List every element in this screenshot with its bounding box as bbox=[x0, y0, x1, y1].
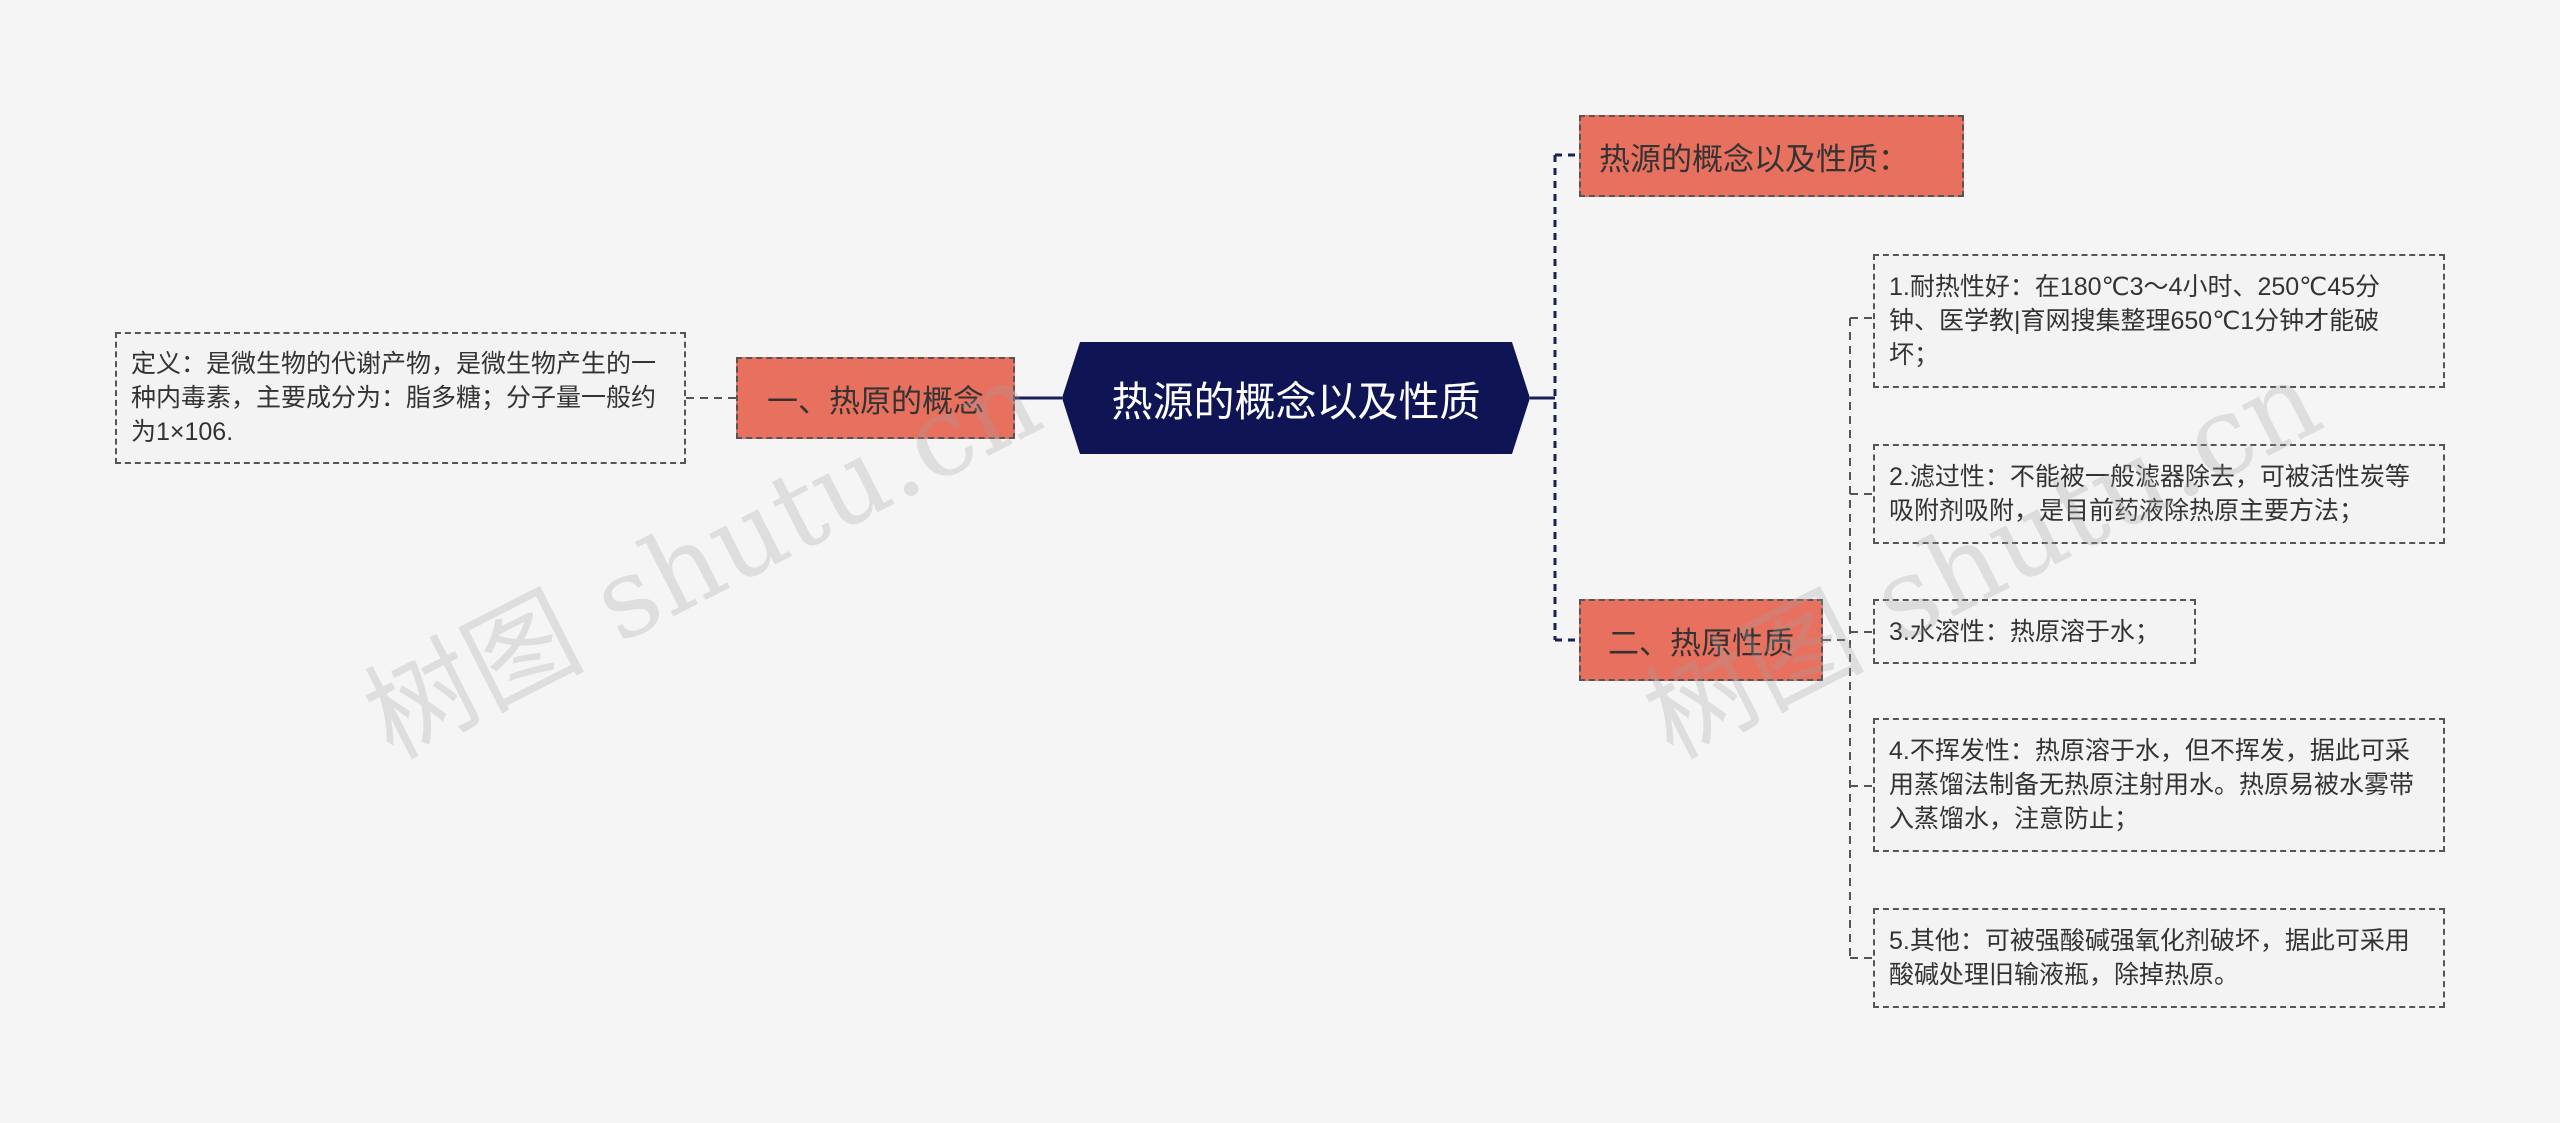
root-topic-label: 热源的概念以及性质 bbox=[1111, 379, 1481, 425]
branch-concept[interactable]: 一、热原的概念 bbox=[736, 357, 1015, 439]
leaf-solubility[interactable]: 3.水溶性：热原溶于水； bbox=[1873, 599, 2196, 664]
branch-concept-label: 一、热原的概念 bbox=[767, 383, 984, 419]
root-hexagon-shape bbox=[1062, 342, 1530, 454]
leaf-heat-resistance[interactable]: 1.耐热性好：在180℃3～4小时、250℃45分钟、医学教|育网搜集整理650… bbox=[1873, 254, 2445, 388]
leaf-non-volatility[interactable]: 4.不挥发性：热原溶于水，但不挥发，据此可采用蒸馏法制备无热原注射用水。热原易被… bbox=[1873, 718, 2445, 852]
leaf-filterability-text: 2.滤过性：不能被一般滤器除去，可被活性炭等吸附剂吸附，是目前药液除热原主要方法… bbox=[1889, 463, 2410, 525]
leaf-definition-text: 定义：是微生物的代谢产物，是微生物产生的一种内毒素，主要成分为：脂多糖；分子量一… bbox=[131, 350, 657, 446]
branch-properties-label: 二、热原性质 bbox=[1608, 625, 1794, 661]
leaf-non-volatility-text: 4.不挥发性：热原溶于水，但不挥发，据此可采用蒸馏法制备无热原注射用水。热原易被… bbox=[1889, 737, 2415, 833]
leaf-other-text: 5.其他：可被强酸碱强氧化剂破坏，据此可采用酸碱处理旧输液瓶，除掉热原。 bbox=[1889, 927, 2410, 989]
leaf-solubility-text: 3.水溶性：热原溶于水； bbox=[1889, 617, 2160, 646]
root-topic[interactable]: 热源的概念以及性质 bbox=[1062, 342, 1530, 454]
leaf-heat-resistance-text: 1.耐热性好：在180℃3～4小时、250℃45分钟、医学教|育网搜集整理650… bbox=[1889, 273, 2381, 369]
leaf-filterability[interactable]: 2.滤过性：不能被一般滤器除去，可被活性炭等吸附剂吸附，是目前药液除热原主要方法… bbox=[1873, 444, 2445, 544]
branch-concept-properties[interactable]: 热源的概念以及性质： bbox=[1579, 115, 1964, 197]
branch-concept-properties-label: 热源的概念以及性质： bbox=[1599, 141, 1909, 177]
leaf-definition[interactable]: 定义：是微生物的代谢产物，是微生物产生的一种内毒素，主要成分为：脂多糖；分子量一… bbox=[115, 332, 686, 464]
leaf-other[interactable]: 5.其他：可被强酸碱强氧化剂破坏，据此可采用酸碱处理旧输液瓶，除掉热原。 bbox=[1873, 908, 2445, 1008]
branch-properties[interactable]: 二、热原性质 bbox=[1579, 599, 1823, 681]
